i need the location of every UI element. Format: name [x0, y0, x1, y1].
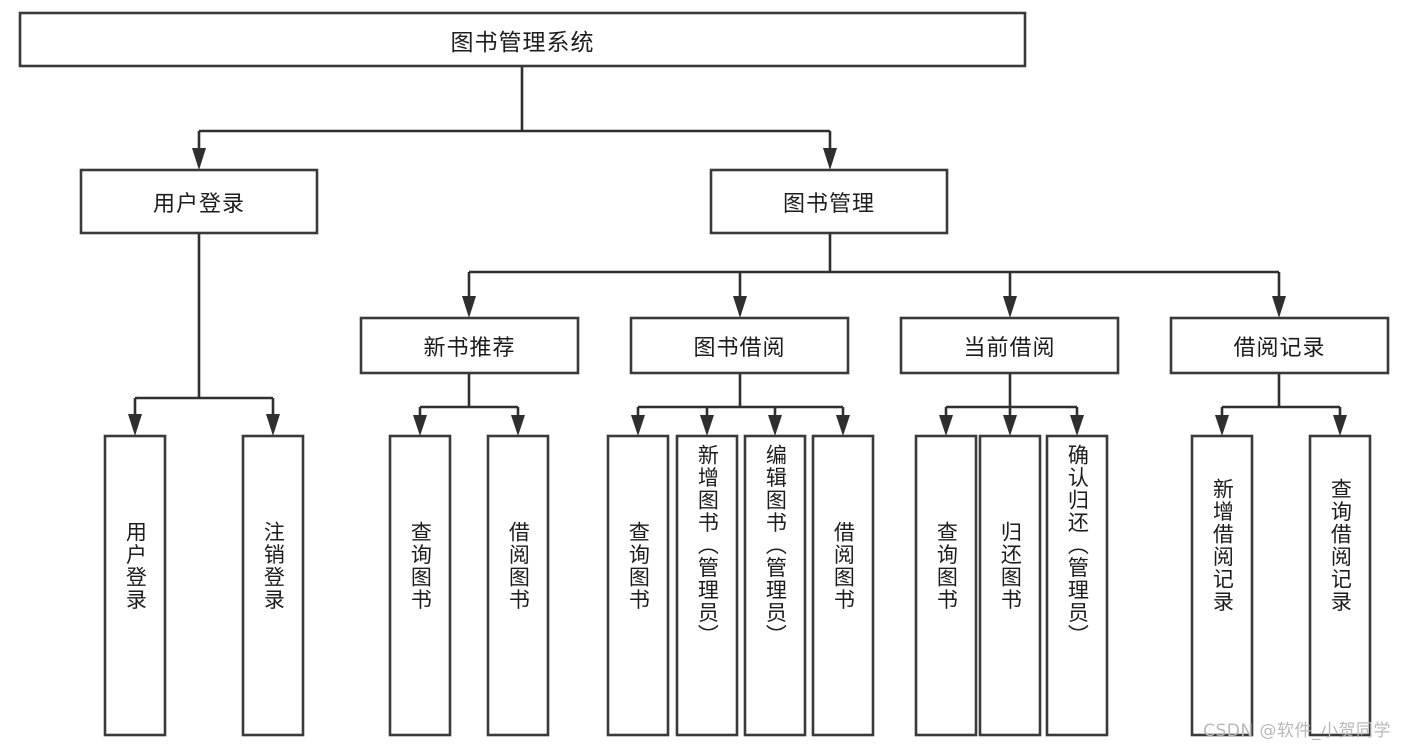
leaf-user-login-1[interactable]	[241, 434, 305, 737]
leaf-book-borrow-2[interactable]	[743, 434, 807, 737]
connector-group-borrow-record	[1215, 373, 1347, 436]
node-book-manage[interactable]	[709, 168, 949, 235]
arrow-head-current-borrow	[1003, 296, 1017, 318]
node-borrow-record[interactable]	[1169, 316, 1390, 375]
arrow-head-bb-leaf-1	[631, 415, 645, 436]
leaf-borrow-record-1[interactable]	[1308, 434, 1372, 737]
arrow-head-borrow-record	[1272, 296, 1286, 318]
node-current-borrow[interactable]	[899, 316, 1120, 375]
arrow-head-cb-leaf-2	[1003, 415, 1017, 436]
leaf-book-borrow-3[interactable]	[811, 434, 875, 737]
connector-group-user-login	[128, 233, 280, 436]
arrow-head-user-login	[192, 148, 206, 170]
arrow-head-book-manage	[823, 148, 837, 170]
leaf-current-borrow-1[interactable]	[978, 434, 1042, 737]
arrow-head-bb-leaf-2	[700, 415, 714, 436]
node-book-borrow[interactable]	[629, 316, 850, 375]
connector-group-root	[192, 66, 837, 170]
connector-group-current-borrow	[939, 373, 1084, 436]
leaf-new-book-recommend-1[interactable]	[486, 434, 550, 737]
arrow-head-bb-leaf-3	[768, 415, 782, 436]
node-user-login[interactable]	[79, 168, 319, 235]
arrow-head-user-login-leaf-2	[266, 414, 280, 436]
arrow-head-br-leaf-1	[1215, 415, 1229, 436]
arrow-head-br-leaf-2	[1333, 415, 1347, 436]
arrow-head-book-borrow	[733, 296, 747, 318]
leaf-user-login-0[interactable]	[103, 434, 167, 737]
leaf-new-book-recommend-0[interactable]	[388, 434, 452, 737]
connector-group-book-manage	[462, 233, 1286, 318]
leaf-book-borrow-0[interactable]	[606, 434, 670, 737]
leaf-borrow-record-0[interactable]	[1190, 434, 1254, 737]
node-root[interactable]	[18, 11, 1027, 68]
connector-group-new-book-recommend	[413, 373, 525, 436]
arrow-head-nbr-leaf-1	[413, 415, 427, 436]
arrow-head-new-book-recommend	[462, 296, 476, 318]
arrow-head-cb-leaf-1	[939, 415, 953, 436]
leaf-current-borrow-0[interactable]	[914, 434, 978, 737]
leaf-current-borrow-2[interactable]	[1045, 434, 1109, 737]
node-new-book-recommend[interactable]	[359, 316, 580, 375]
connector-group-book-borrow	[631, 373, 850, 436]
arrow-head-bb-leaf-4	[836, 415, 850, 436]
arrow-head-nbr-leaf-2	[511, 415, 525, 436]
leaf-book-borrow-1[interactable]	[675, 434, 739, 737]
arrow-head-cb-leaf-3	[1070, 415, 1084, 436]
arrow-head-user-login-leaf-1	[128, 414, 142, 436]
